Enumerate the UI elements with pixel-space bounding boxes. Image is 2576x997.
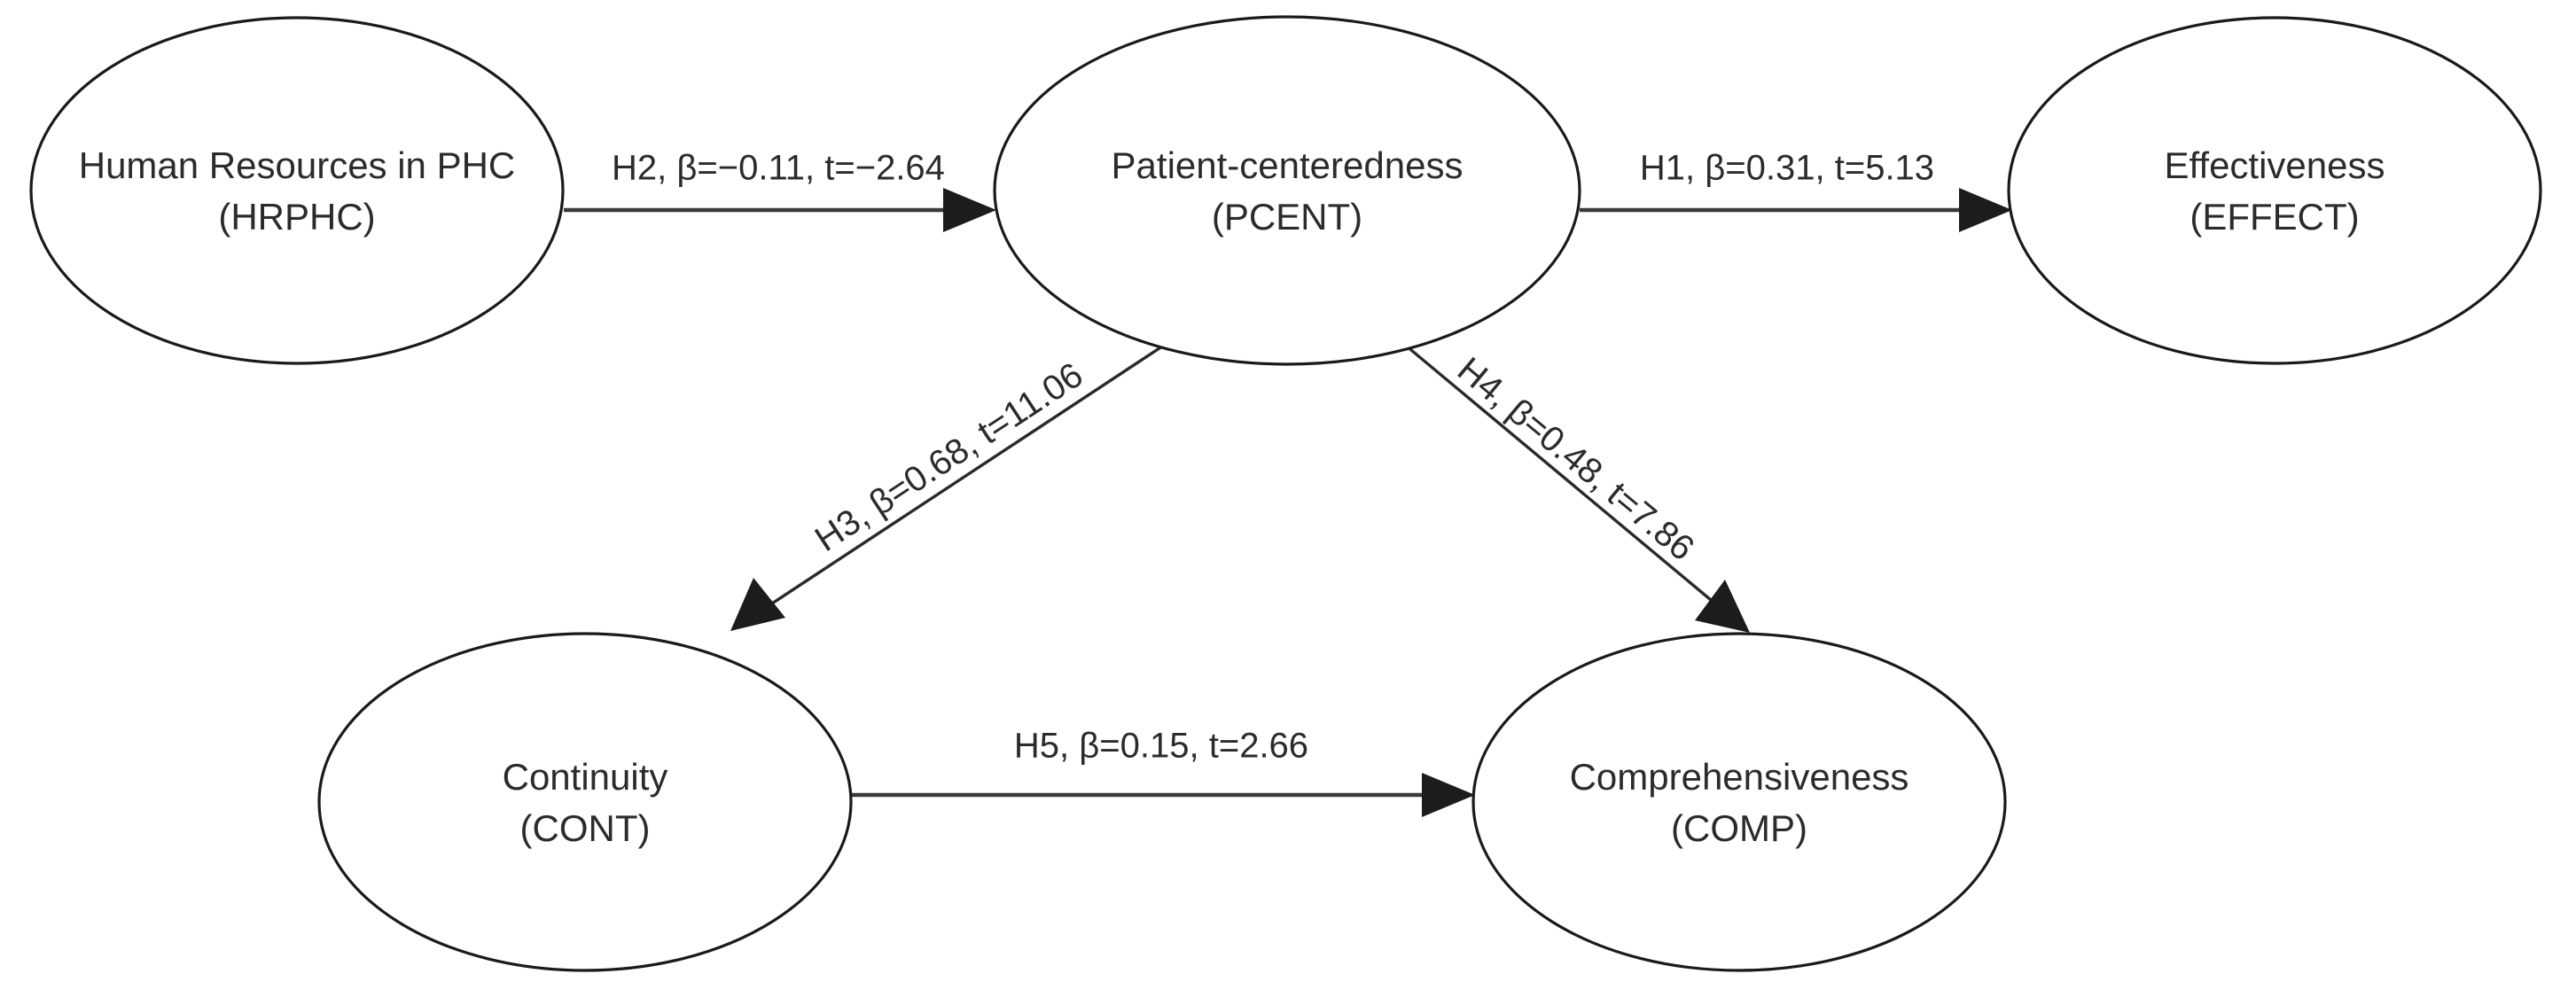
node-pcent-label-line2: (PCENT) [1212, 196, 1362, 238]
arrow-head-h5 [1422, 773, 1475, 817]
node-effect-ellipse[interactable] [2007, 16, 2542, 365]
node-comp-ellipse[interactable] [1471, 632, 2007, 972]
path-lines-group [564, 207, 1998, 798]
node-comp-label-line2: (COMP) [1671, 807, 1807, 849]
path-label-h3: H3, β=0.68, t=11.06 [808, 355, 1090, 559]
node-hrphc-label-line2: (HRPHC) [218, 196, 375, 238]
node-effect-label-line1: Effectiveness [2164, 144, 2385, 186]
node-cont-ellipse[interactable] [317, 632, 853, 972]
path-label-h2: H2, β=−0.11, t=−2.64 [612, 149, 945, 188]
node-pcent-label-line1: Patient-centeredness [1112, 144, 1464, 186]
arrow-head-h1 [1959, 188, 2012, 232]
node-cont[interactable]: Continuity (CONT) [317, 632, 853, 972]
node-cont-label-line2: (CONT) [520, 807, 651, 849]
arrow-head-h3 [730, 578, 785, 631]
path-label-h1: H1, β=0.31, t=5.13 [1640, 149, 1934, 188]
path-line-h3 [740, 339, 1171, 626]
arrow-heads-group [730, 188, 2012, 817]
path-label-h4: H4, β=0.48, t=7.86 [1450, 350, 1701, 568]
node-hrphc-label-line1: Human Resources in PHC [79, 144, 516, 186]
arrow-head-h4 [1695, 580, 1750, 633]
node-hrphc[interactable]: Human Resources in PHC (HRPHC) [29, 16, 565, 365]
arrow-head-h2 [943, 188, 996, 232]
node-comp-label-line1: Comprehensiveness [1570, 756, 1909, 798]
node-pcent[interactable]: Patient-centeredness (PCENT) [993, 15, 1581, 366]
path-label-h5: H5, β=0.15, t=2.66 [1014, 727, 1308, 766]
node-comp[interactable]: Comprehensiveness (COMP) [1471, 632, 2007, 972]
node-pcent-ellipse[interactable] [993, 15, 1581, 366]
node-effect-label-line2: (EFFECT) [2190, 196, 2359, 238]
node-cont-label-line1: Continuity [503, 756, 668, 798]
path-line-h4 [1399, 339, 1739, 624]
node-effect[interactable]: Effectiveness (EFFECT) [2007, 16, 2542, 365]
node-hrphc-ellipse[interactable] [29, 16, 565, 365]
